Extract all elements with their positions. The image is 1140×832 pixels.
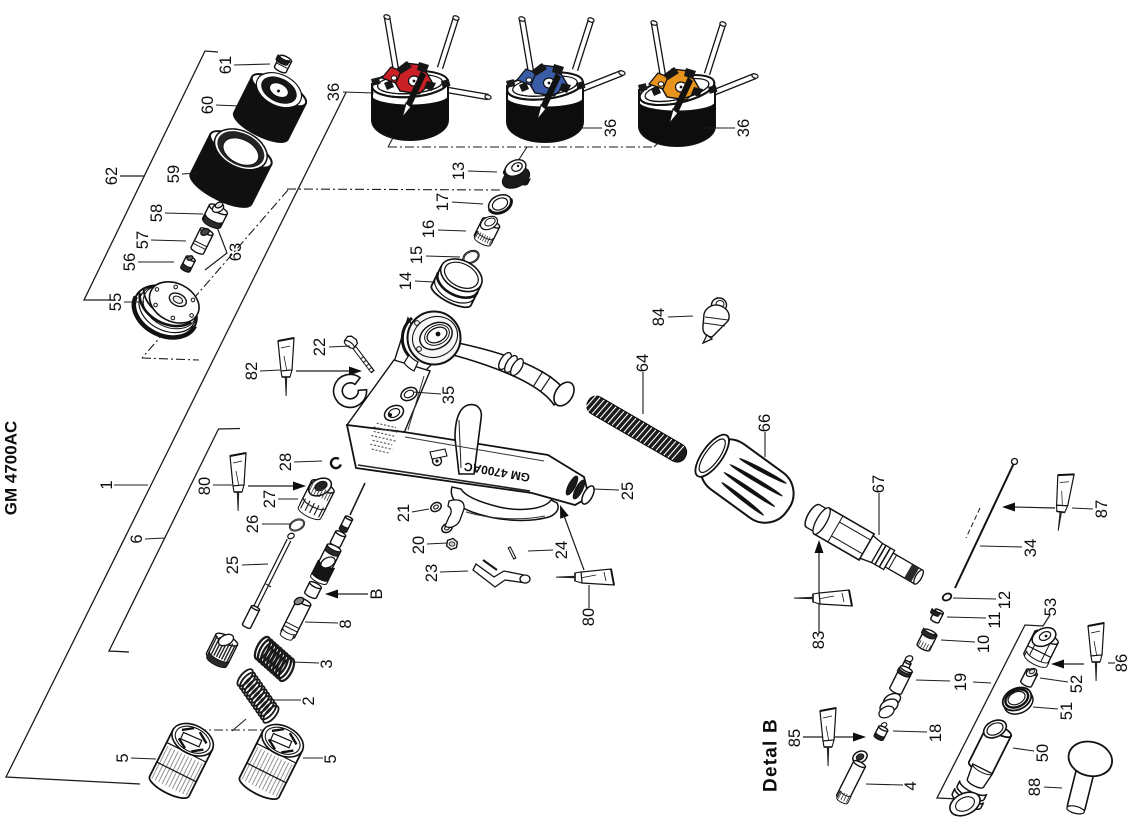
svg-text:5: 5 <box>114 753 132 762</box>
svg-text:84: 84 <box>650 308 668 326</box>
svg-text:52: 52 <box>1068 675 1086 693</box>
svg-text:57: 57 <box>134 231 152 249</box>
svg-text:63: 63 <box>227 243 245 261</box>
svg-text:5: 5 <box>322 754 340 763</box>
svg-text:21: 21 <box>395 504 413 522</box>
svg-text:36: 36 <box>735 119 753 137</box>
svg-text:82: 82 <box>243 362 261 380</box>
svg-text:28: 28 <box>277 453 295 471</box>
svg-text:58: 58 <box>148 204 166 222</box>
svg-text:24: 24 <box>553 541 571 559</box>
svg-text:51: 51 <box>1058 702 1076 720</box>
svg-text:20: 20 <box>410 536 428 554</box>
svg-text:22: 22 <box>311 338 329 356</box>
svg-text:59: 59 <box>165 165 183 183</box>
svg-text:27: 27 <box>261 490 279 508</box>
svg-text:19: 19 <box>952 673 970 691</box>
svg-text:10: 10 <box>975 635 993 653</box>
svg-text:Detal B: Detal B <box>761 718 782 792</box>
svg-text:18: 18 <box>927 724 945 742</box>
svg-text:25: 25 <box>224 556 242 574</box>
svg-text:GM 4700AC: GM 4700AC <box>2 421 21 515</box>
svg-text:80: 80 <box>196 477 214 495</box>
svg-text:23: 23 <box>423 564 441 582</box>
svg-text:11: 11 <box>986 611 1004 628</box>
svg-text:B: B <box>368 588 386 599</box>
svg-text:6: 6 <box>128 534 146 543</box>
svg-text:53: 53 <box>1042 598 1060 616</box>
svg-text:12: 12 <box>996 591 1014 609</box>
svg-text:14: 14 <box>397 272 415 290</box>
svg-text:8: 8 <box>337 619 355 628</box>
svg-text:36: 36 <box>325 83 343 101</box>
svg-text:83: 83 <box>810 631 828 649</box>
svg-text:66: 66 <box>756 414 774 432</box>
svg-text:80: 80 <box>580 608 598 626</box>
svg-text:2: 2 <box>300 696 318 705</box>
svg-text:16: 16 <box>420 220 438 238</box>
svg-text:4: 4 <box>902 781 920 790</box>
svg-text:60: 60 <box>199 96 217 114</box>
svg-text:35: 35 <box>440 386 458 404</box>
svg-text:61: 61 <box>217 56 235 74</box>
svg-text:15: 15 <box>408 246 426 264</box>
svg-text:26: 26 <box>244 515 262 533</box>
svg-text:13: 13 <box>450 162 468 180</box>
svg-text:88: 88 <box>1026 778 1044 796</box>
svg-text:25: 25 <box>619 482 637 500</box>
svg-text:85: 85 <box>786 729 804 747</box>
svg-text:17: 17 <box>434 193 452 211</box>
svg-text:50: 50 <box>1034 744 1052 762</box>
svg-text:1: 1 <box>98 480 116 489</box>
svg-text:62: 62 <box>103 167 121 185</box>
svg-text:34: 34 <box>1022 539 1040 557</box>
svg-text:64: 64 <box>634 354 652 372</box>
svg-text:87: 87 <box>1093 500 1111 518</box>
svg-text:3: 3 <box>318 659 336 668</box>
svg-text:67: 67 <box>870 475 888 493</box>
svg-text:36: 36 <box>602 119 620 137</box>
svg-text:86: 86 <box>1113 654 1131 672</box>
svg-text:55: 55 <box>107 293 125 311</box>
svg-text:56: 56 <box>121 253 139 271</box>
